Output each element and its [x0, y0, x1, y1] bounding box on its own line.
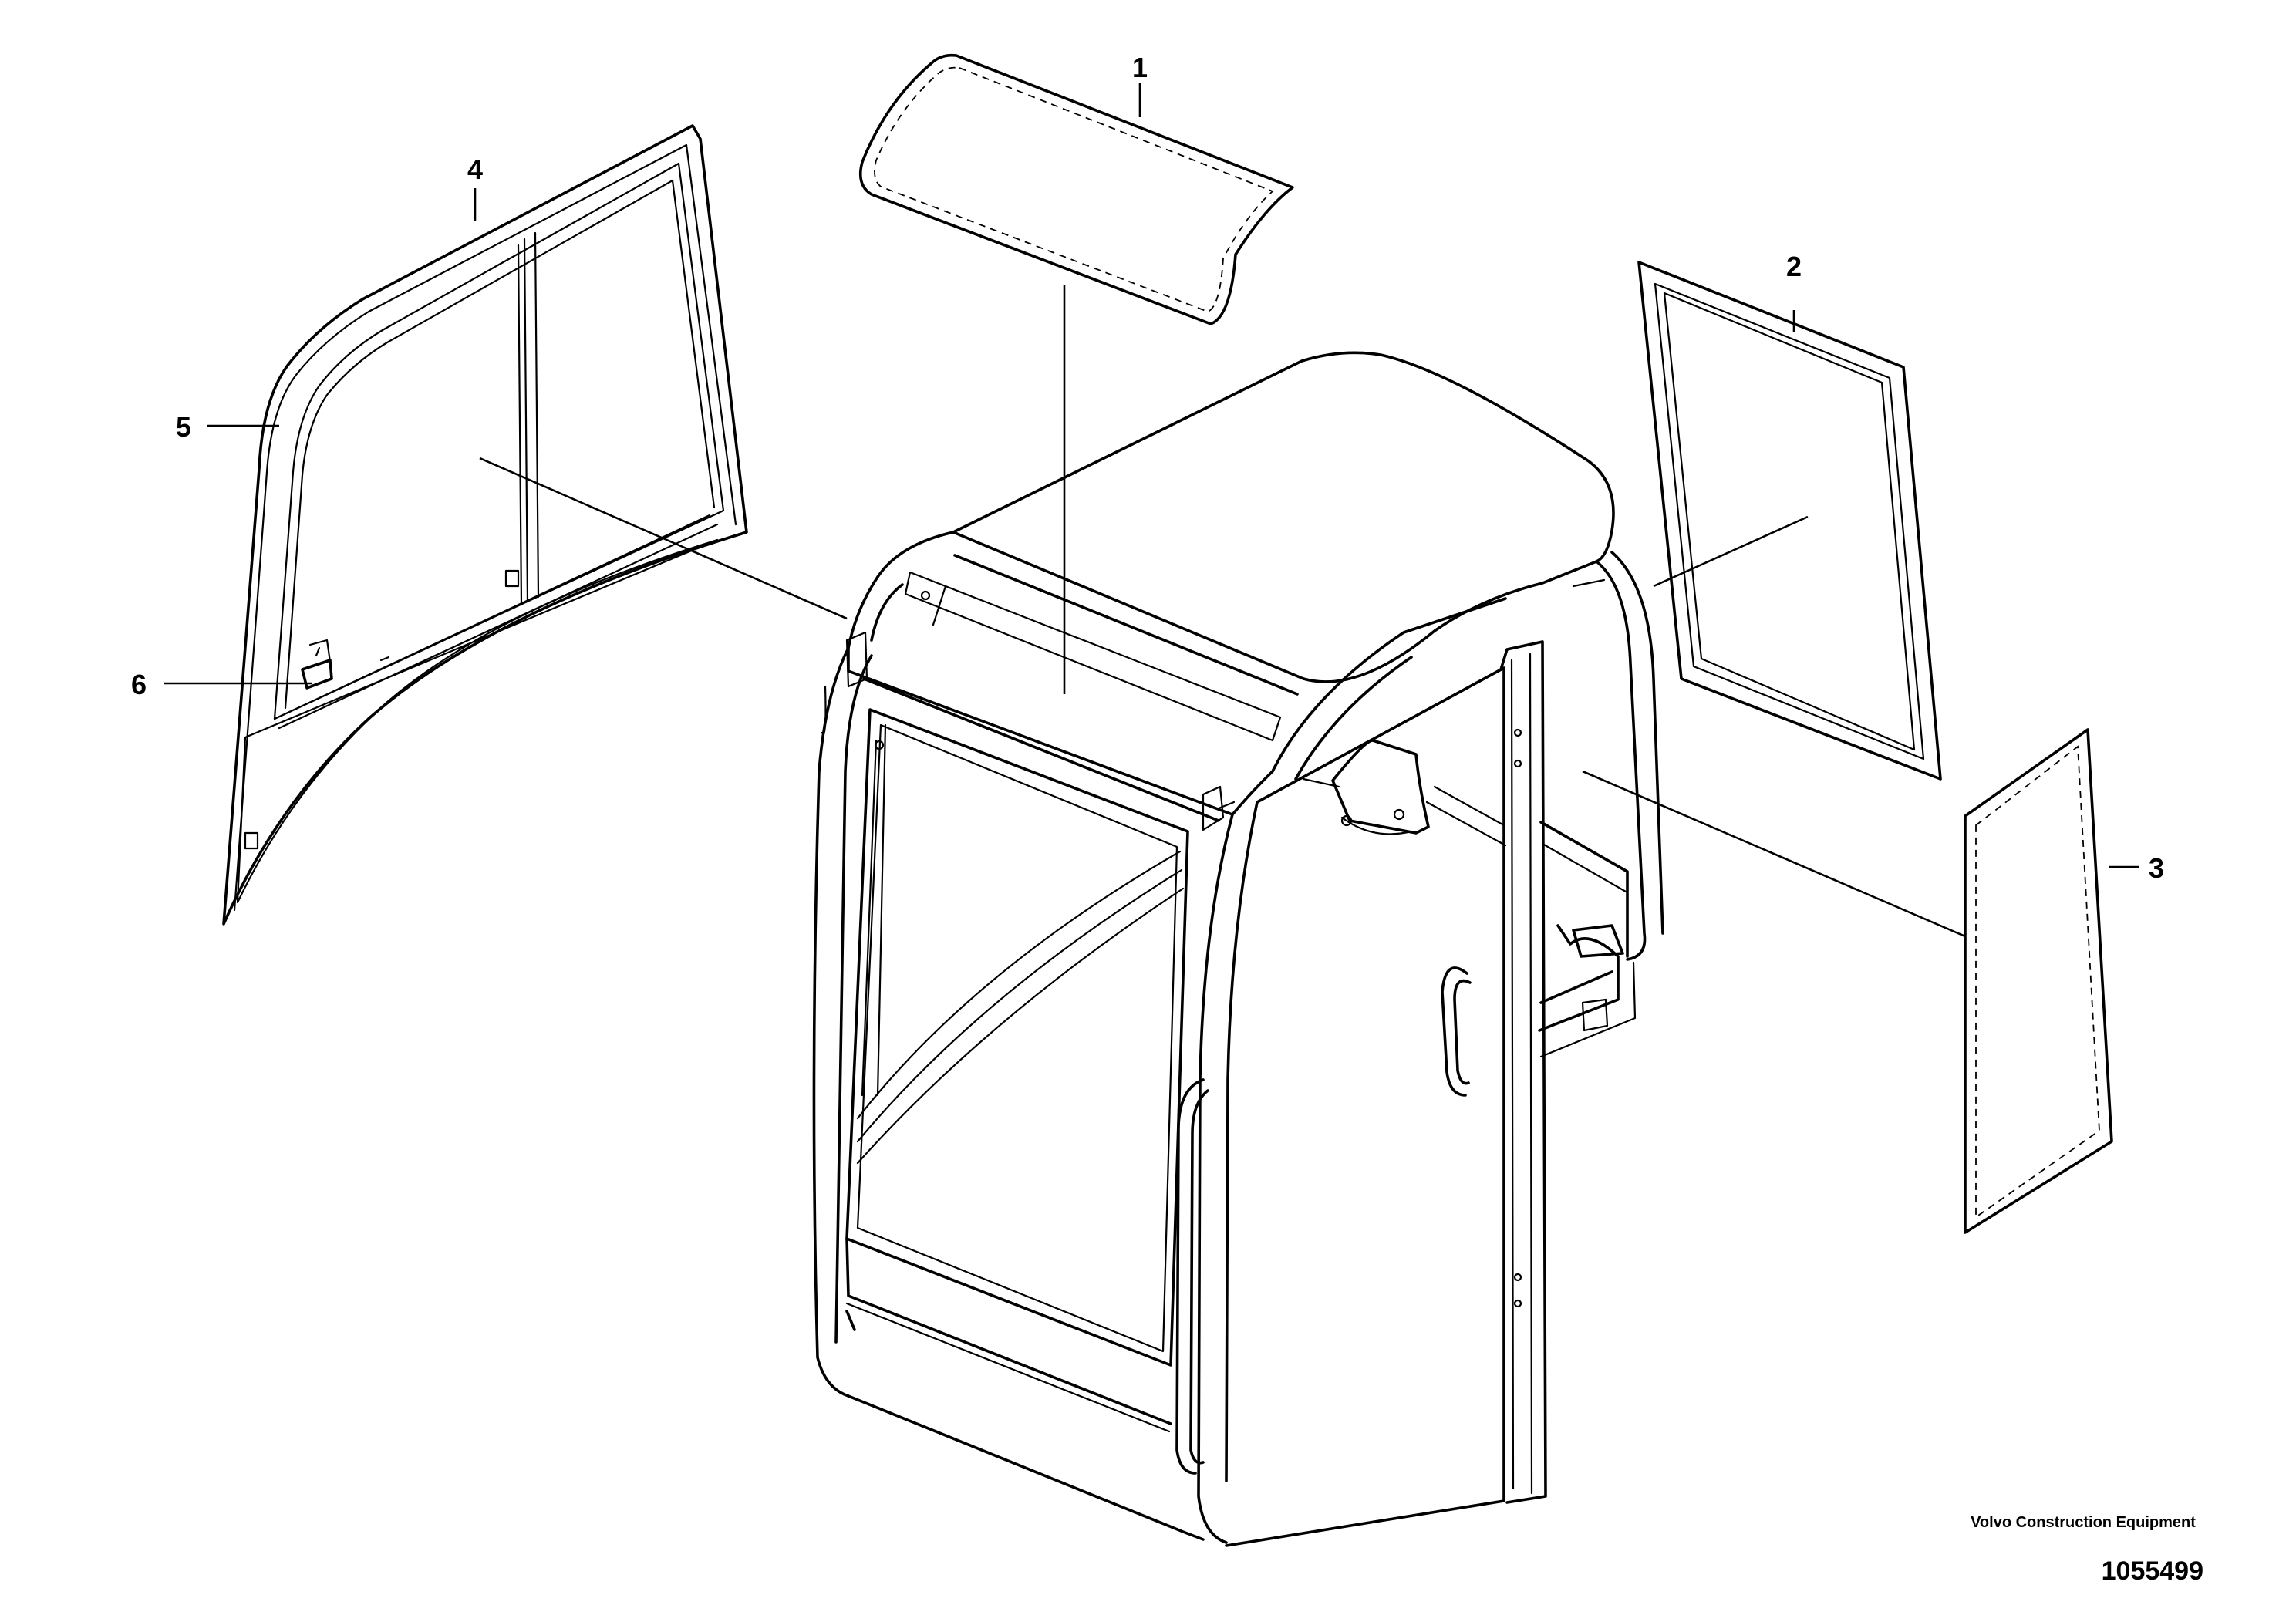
callouts: 1 2 3 4 5 6 [131, 52, 2164, 884]
callout-5: 5 [176, 411, 191, 443]
callout-6: 6 [131, 669, 147, 700]
callout-1: 1 [1132, 52, 1148, 83]
callout-4: 4 [467, 153, 483, 185]
side-glass-framed [1637, 261, 1942, 781]
small-glass-panel [1964, 728, 2113, 1234]
document-number: 1055499 [2101, 1556, 2203, 1586]
roof-glass-panel [858, 53, 1294, 325]
door-glass-assembly [222, 124, 748, 926]
company-credit: Volvo Construction Equipment [1971, 1514, 2196, 1531]
leader-lines [164, 83, 2139, 938]
callout-2: 2 [1786, 251, 1802, 282]
cab-frame [812, 351, 1664, 1547]
callout-3: 3 [2149, 852, 2164, 884]
